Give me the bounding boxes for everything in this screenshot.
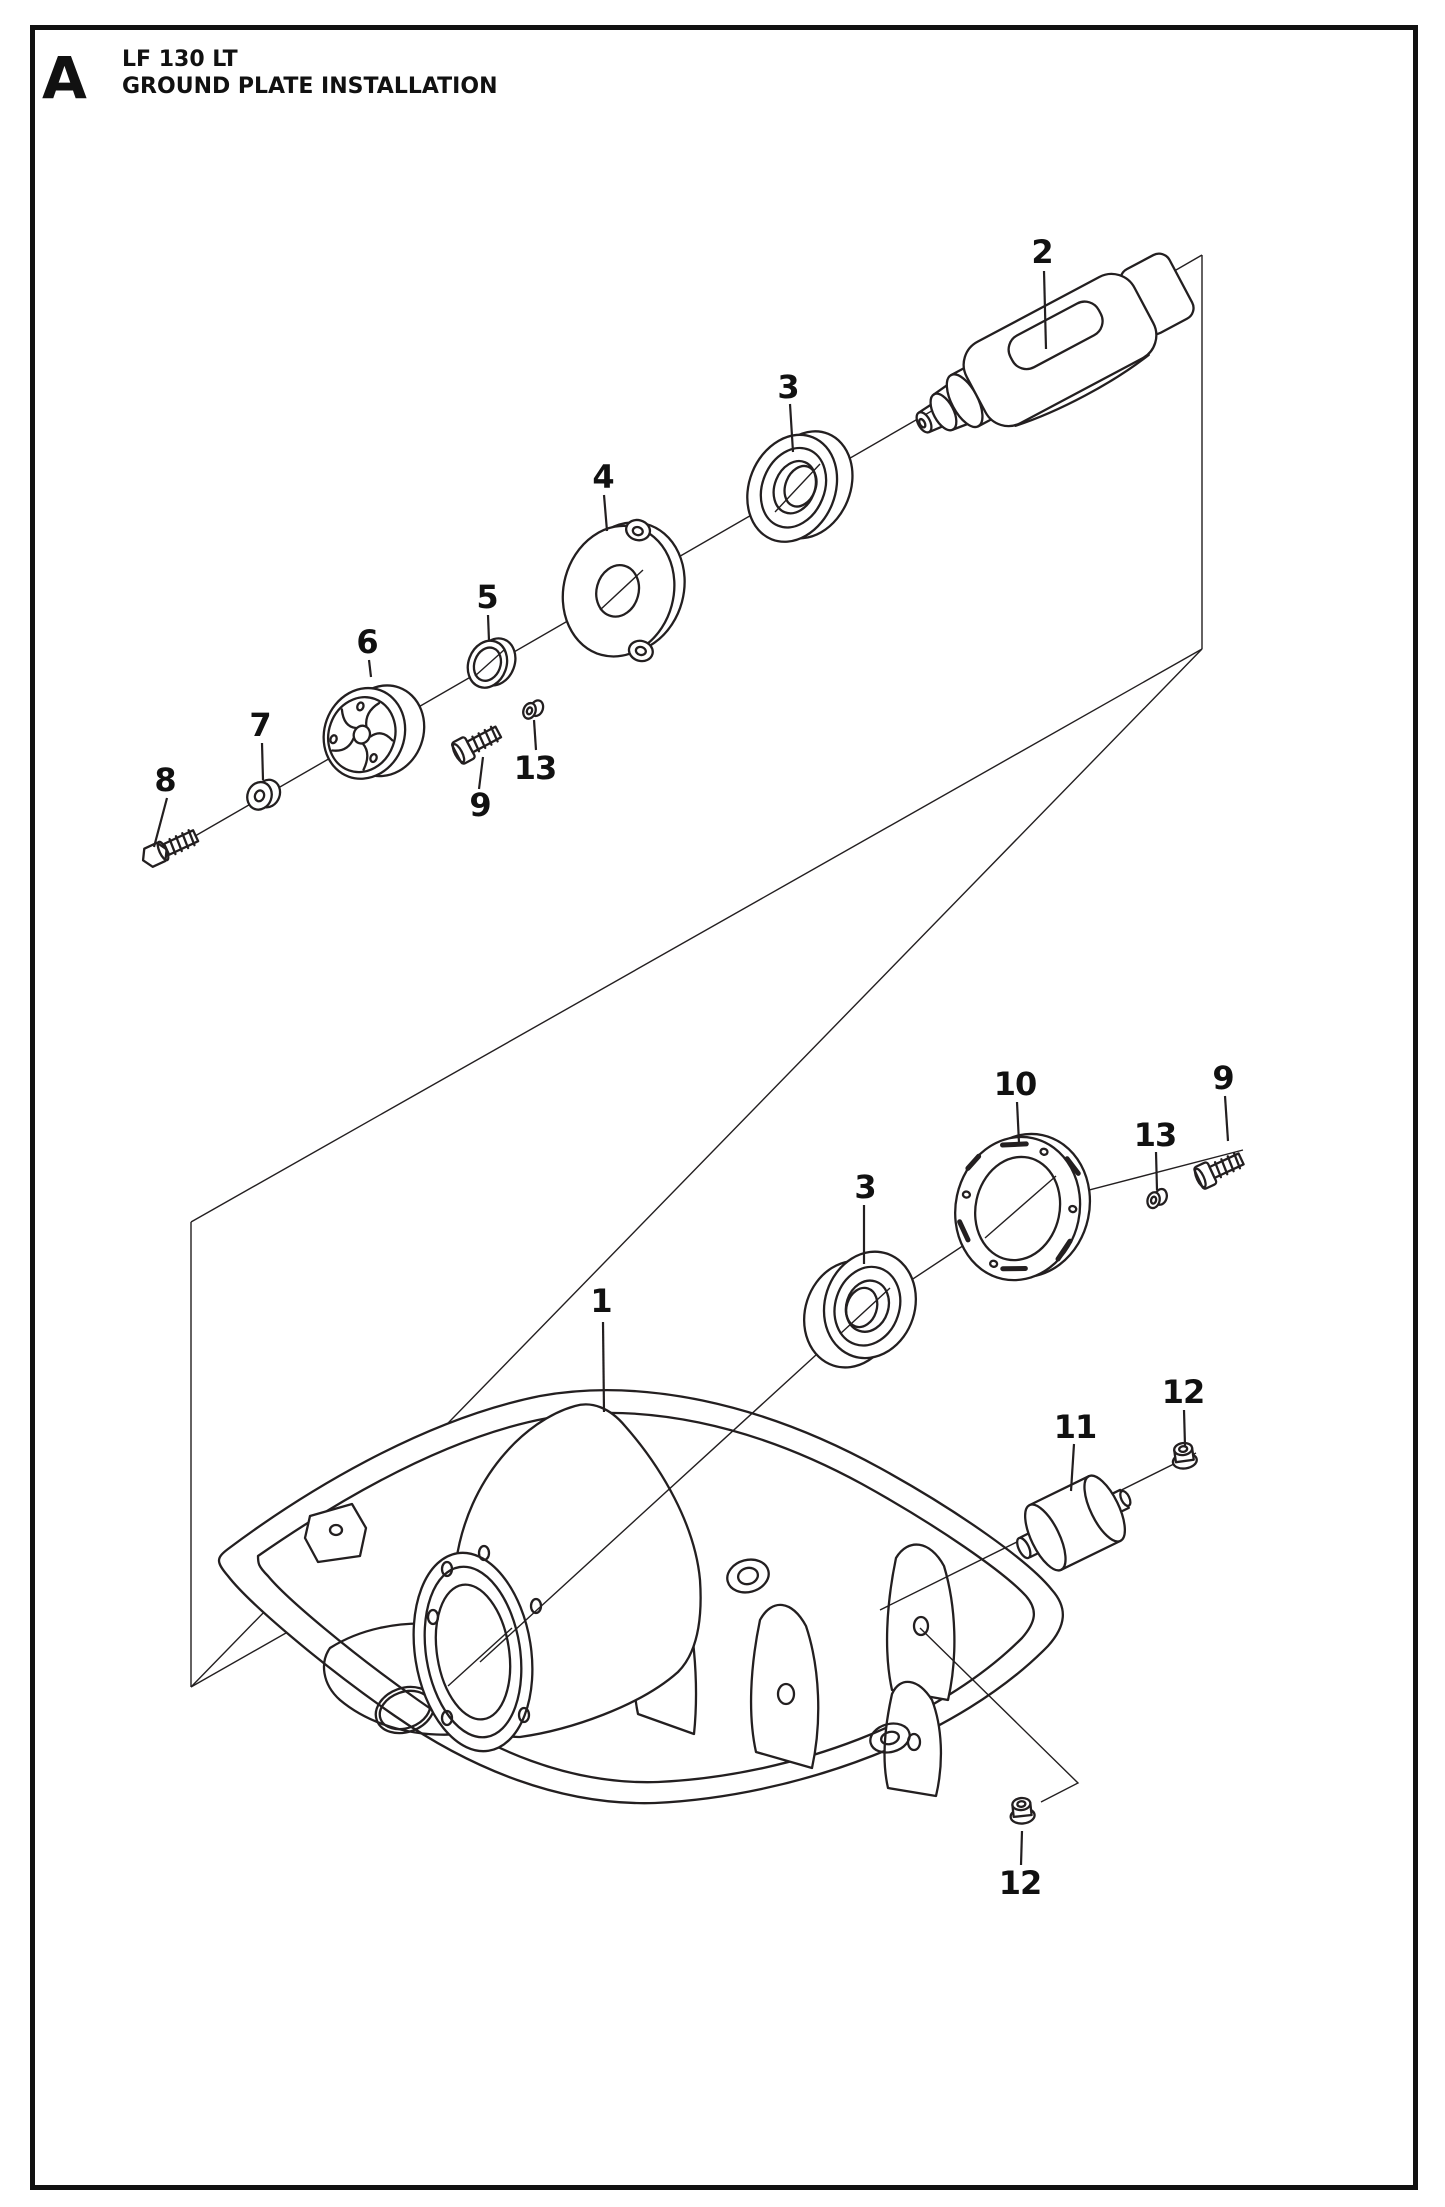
callout-4: 4 <box>592 458 614 496</box>
part-4-bearing-cover-plate <box>561 518 686 663</box>
callout-6: 6 <box>356 623 378 661</box>
page-title: GROUND PLATE INSTALLATION <box>122 74 498 99</box>
page-border <box>30 25 1418 2190</box>
part-8-flange-bolt <box>141 829 200 868</box>
callout-12-bottom: 12 <box>998 1864 1043 1902</box>
part-10-retainer-ring <box>954 1132 1092 1282</box>
part-5-seal-ring <box>466 637 517 689</box>
part-13-lock-nut-lower <box>1146 1187 1168 1210</box>
callout-2: 2 <box>1031 233 1053 271</box>
callout-12-right: 12 <box>1161 1373 1206 1411</box>
callout-8: 8 <box>154 761 176 799</box>
callout-1: 1 <box>590 1282 612 1320</box>
callout-3-lower: 3 <box>854 1168 876 1206</box>
part-7-washer <box>246 778 282 811</box>
callout-9-lower: 9 <box>1212 1059 1234 1097</box>
part-11-rubber-buffer <box>1016 1474 1132 1572</box>
part-12-flange-nut-right <box>1171 1441 1198 1470</box>
part-3-bearing-upper <box>746 430 854 543</box>
callout-10: 10 <box>993 1065 1038 1103</box>
callout-11: 11 <box>1053 1408 1098 1446</box>
callout-5: 5 <box>476 578 498 616</box>
callout-7: 7 <box>249 706 271 744</box>
part-12-flange-nut-bottom <box>1009 1796 1036 1825</box>
part-9-screw-upper <box>451 725 503 765</box>
part-6-fan-wheel <box>322 684 426 780</box>
bore-axis-highlights <box>447 463 1057 1687</box>
leader-lines <box>152 270 1230 1866</box>
part-2-exciter-unit <box>915 252 1195 434</box>
part-13-lock-nut-upper <box>522 699 545 720</box>
part-3-bearing-lower <box>802 1250 918 1369</box>
part-9-screw-lower <box>1193 1152 1245 1190</box>
part-1-ground-plate <box>217 1389 1064 1805</box>
section-letter: A <box>42 44 87 112</box>
model-name: LF 130 LT <box>122 47 238 72</box>
callout-9-upper: 9 <box>469 786 491 824</box>
callout-13-lower: 13 <box>1133 1116 1178 1154</box>
callout-3-upper: 3 <box>777 368 799 406</box>
callout-13-upper: 13 <box>513 749 558 787</box>
